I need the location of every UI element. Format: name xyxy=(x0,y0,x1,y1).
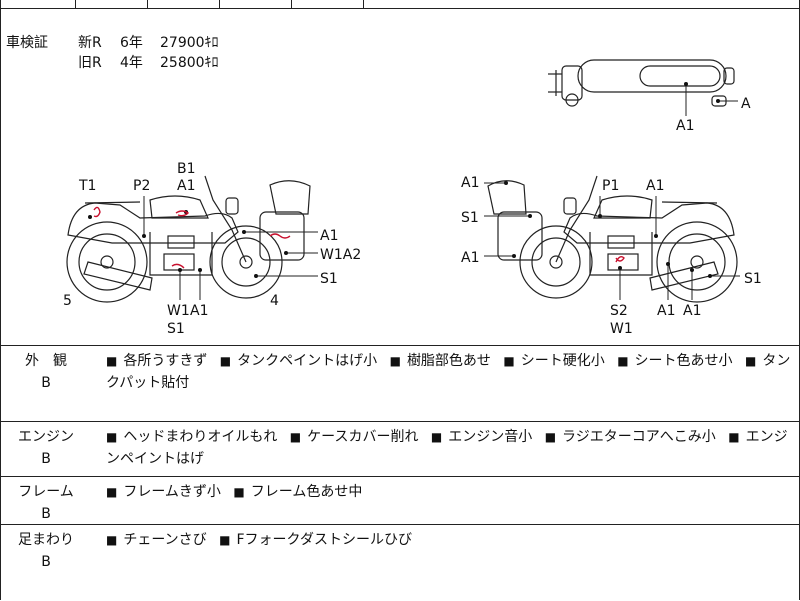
bullet-square-icon: ■ xyxy=(728,430,740,444)
motorcycle-damage-diagram: A1 A T1 P2 B1 A1 A1 W1A2 S1 W1 A1 S1 5 4… xyxy=(63,59,762,337)
bullet-square-icon: ■ xyxy=(617,354,629,368)
label-left-a1-box: A1 xyxy=(320,228,338,244)
label-right-p1: P1 xyxy=(602,178,619,194)
shaken-weight: 25800ｷﾛ xyxy=(160,55,219,71)
bullet-square-icon: ■ xyxy=(106,354,118,368)
bullet-square-icon: ■ xyxy=(106,430,118,444)
label-right-s2: S2 xyxy=(610,303,628,319)
condition-items: ■各所うすきず ■タンクペイントはげ小 ■樹脂部色あせ ■シート硬化小 ■シート… xyxy=(106,353,791,391)
shaken-weight: 27900ｷﾛ xyxy=(160,35,219,51)
frame-border-left xyxy=(0,0,1,600)
condition-row-exterior: 外 観 B ■各所うすきず ■タンクペイントはげ小 ■樹脂部色あせ ■シート硬化… xyxy=(0,346,800,422)
condition-row-frame: フレーム B ■フレームきず小 ■フレーム色あせ中 xyxy=(0,477,800,525)
label-left-b1: B1 xyxy=(177,161,196,177)
shaken-weight-info: 車検証 新R 6年 27900ｷﾛ 旧R 4年 25800ｷﾛ xyxy=(6,33,219,73)
label-left-w1: W1 xyxy=(167,303,190,319)
label-top-a1: A1 xyxy=(676,118,694,134)
bullet-square-icon: ■ xyxy=(106,533,118,547)
motorcycle-left-view xyxy=(66,175,311,303)
condition-row-engine: エンジン B ■ヘッドまわりオイルもれ ■ケースカバー削れ ■エンジン音小 ■ラ… xyxy=(0,422,800,477)
condition-items: ■フレームきず小 ■フレーム色あせ中 xyxy=(106,484,363,500)
label-right-w1: W1 xyxy=(610,321,633,337)
category-label: エンジン xyxy=(18,429,74,445)
condition-row-suspension: 足まわり B ■チェーンさび ■Fフォークダストシールひび xyxy=(0,525,800,601)
label-left-a1-top: A1 xyxy=(177,178,195,194)
damage-marks xyxy=(93,206,625,269)
grade-value: B xyxy=(41,554,51,570)
label-right-s1: S1 xyxy=(461,210,479,226)
bullet-square-icon: ■ xyxy=(219,354,232,368)
leader-lines xyxy=(143,84,740,300)
grade-value: B xyxy=(41,506,51,522)
label-right-a1-left: A1 xyxy=(461,250,479,266)
shaken-label: 車検証 xyxy=(6,35,48,51)
bullet-square-icon: ■ xyxy=(744,354,757,368)
condition-items: ■チェーンさび ■Fフォークダストシールひび xyxy=(106,532,412,548)
bullet-square-icon: ■ xyxy=(503,354,515,368)
grade-value: B xyxy=(41,451,51,467)
shaken-row-old: 旧R 4年 25800ｷﾛ xyxy=(6,53,219,73)
label-right-a1-top: A1 xyxy=(461,175,479,191)
motorcycle-right-view xyxy=(487,175,738,303)
label-left-s1-bottom: S1 xyxy=(167,321,185,337)
grade-value: B xyxy=(41,375,51,391)
shaken-row-new: 車検証 新R 6年 27900ｷﾛ xyxy=(6,33,219,53)
label-left-a1-bottom: A1 xyxy=(190,303,208,319)
bullet-square-icon: ■ xyxy=(389,354,401,368)
motorcycle-top-view xyxy=(548,59,735,107)
label-right-s1-right: S1 xyxy=(744,271,762,287)
mark-dots xyxy=(88,82,720,278)
category-label: 外 観 xyxy=(25,353,67,369)
label-left-4: 4 xyxy=(270,293,279,309)
condition-items: ■ヘッドまわりオイルもれ ■ケースカバー削れ ■エンジン音小 ■ラジエターコアへ… xyxy=(106,429,788,467)
bullet-square-icon: ■ xyxy=(289,430,302,444)
condition-table: 外 観 B ■各所うすきず ■タンクペイントはげ小 ■樹脂部色あせ ■シート硬化… xyxy=(0,345,800,601)
category-label: 足まわり xyxy=(18,532,74,548)
label-left-p2: P2 xyxy=(133,178,150,194)
bullet-square-icon: ■ xyxy=(106,485,118,499)
label-right-a1-b1: A1 xyxy=(657,303,675,319)
label-left-5: 5 xyxy=(63,293,72,309)
label-left-w1a2: W1A2 xyxy=(320,247,361,263)
label-left-t1: T1 xyxy=(78,178,96,194)
bullet-square-icon: ■ xyxy=(544,430,557,444)
shaken-years: 6年 xyxy=(120,35,143,51)
shaken-type: 新R xyxy=(78,35,102,51)
label-right-a1-b2: A1 xyxy=(683,303,701,319)
shaken-years: 4年 xyxy=(120,55,143,71)
shaken-type: 旧R xyxy=(78,55,102,71)
label-left-s1: S1 xyxy=(320,271,338,287)
label-right-a1-tank: A1 xyxy=(646,178,664,194)
top-table-edge xyxy=(0,0,800,9)
bullet-square-icon: ■ xyxy=(219,533,231,547)
bullet-square-icon: ■ xyxy=(233,485,245,499)
label-top-a: A xyxy=(741,96,751,112)
category-label: フレーム xyxy=(18,484,74,500)
bullet-square-icon: ■ xyxy=(430,430,443,444)
